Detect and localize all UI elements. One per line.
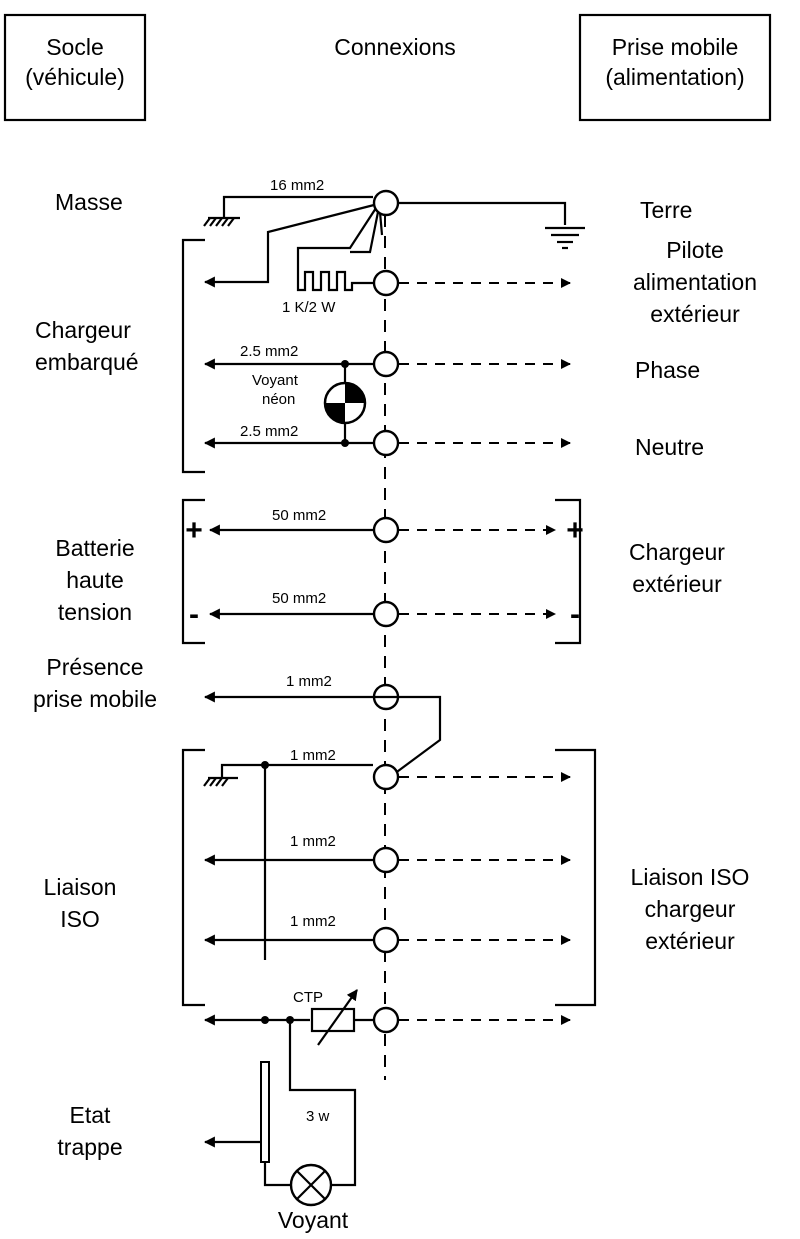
label-batt-minus-section: 50 mm2: [272, 590, 326, 607]
label-phase: Phase: [635, 357, 700, 383]
label-presence-2: prise mobile: [33, 686, 157, 712]
label-masse-section: 16 mm2: [270, 177, 324, 194]
sign-minus-right: -: [570, 598, 580, 631]
label-terre: Terre: [640, 197, 692, 223]
pin-neutre: [372, 429, 400, 457]
label-batterie-2: haute: [66, 567, 124, 593]
sign-minus-left: -: [189, 598, 199, 631]
header-mobile-line1: Prise mobile: [612, 34, 739, 60]
label-resistor: 1 K/2 W: [282, 299, 336, 316]
bracket-iso-right: [555, 748, 597, 1007]
label-neutre: Neutre: [635, 434, 704, 460]
bracket-batterie-left: [181, 498, 205, 645]
pin-iso-1: [372, 763, 400, 791]
label-etat-1: Etat: [70, 1102, 112, 1128]
masse-circuit: [203, 195, 585, 288]
label-etat-2: trappe: [57, 1134, 122, 1160]
header-mobile-line2: (alimentation): [605, 64, 744, 90]
pin-iso-ctp: [372, 1006, 400, 1034]
label-chargeur-ext-1: Chargeur: [629, 539, 725, 565]
pin-iso-2: [372, 846, 400, 874]
label-liaison-ext-3: extérieur: [645, 928, 735, 954]
label-pilote-2: alimentation: [633, 269, 757, 295]
label-iso2-section: 1 mm2: [290, 833, 336, 850]
label-iso3-section: 1 mm2: [290, 913, 336, 930]
label-liaison-ext-2: chargeur: [645, 896, 736, 922]
bracket-chargeur-embarque: [181, 238, 205, 474]
bracket-batterie-right: [555, 498, 582, 645]
neon-indicator-icon: [323, 381, 367, 425]
header-connexions: Connexions: [334, 34, 455, 60]
label-pilote-3: extérieur: [650, 301, 740, 327]
header-vehicle-box: Socle (véhicule): [3, 13, 147, 122]
pin-terre: [372, 189, 400, 217]
sign-plus-left: +: [185, 514, 203, 547]
label-chargeur-1: Chargeur: [35, 317, 131, 343]
label-neon-2: néon: [262, 391, 295, 408]
sign-plus-right: +: [566, 514, 584, 547]
pilote-circuit: [296, 270, 571, 292]
label-voyant: Voyant: [278, 1207, 349, 1233]
header-mobile-plug-box: Prise mobile (alimentation): [578, 13, 772, 122]
lamp-icon: [289, 1163, 333, 1207]
label-chargeur-2: embarqué: [35, 349, 139, 375]
pin-batt-minus: [372, 600, 400, 628]
label-phase-section: 2.5 mm2: [240, 343, 298, 360]
label-batterie-1: Batterie: [55, 535, 134, 561]
header-vehicle-line1: Socle: [46, 34, 104, 60]
label-batterie-3: tension: [58, 599, 132, 625]
label-presence-section: 1 mm2: [286, 673, 332, 690]
label-neutre-section: 2.5 mm2: [240, 423, 298, 440]
label-liaison-iso-2: ISO: [60, 906, 100, 932]
label-liaison-iso-1: Liaison: [44, 874, 117, 900]
label-pilote-1: Pilote: [666, 237, 724, 263]
pin-batt-plus: [372, 516, 400, 544]
label-ctp: CTP: [293, 989, 323, 1006]
label-lamp-power: 3 w: [306, 1108, 330, 1125]
label-batt-plus-section: 50 mm2: [272, 507, 326, 524]
label-chargeur-ext-2: extérieur: [632, 571, 722, 597]
label-neon-1: Voyant: [252, 372, 299, 389]
trappe-circuit: [203, 1020, 357, 1187]
presence-circuit: [203, 691, 442, 778]
label-liaison-ext-1: Liaison ISO: [631, 864, 750, 890]
pin-iso-3: [372, 926, 400, 954]
pin-phase: [372, 350, 400, 378]
label-masse: Masse: [55, 189, 123, 215]
batterie-circuit: [208, 524, 556, 620]
bracket-iso-left: [181, 748, 205, 1007]
header-vehicle-line2: (véhicule): [25, 64, 125, 90]
pin-pilote: [372, 269, 400, 297]
iso-circuit: [203, 761, 571, 1046]
label-presence-1: Présence: [46, 654, 143, 680]
label-iso1-section: 1 mm2: [290, 747, 336, 764]
